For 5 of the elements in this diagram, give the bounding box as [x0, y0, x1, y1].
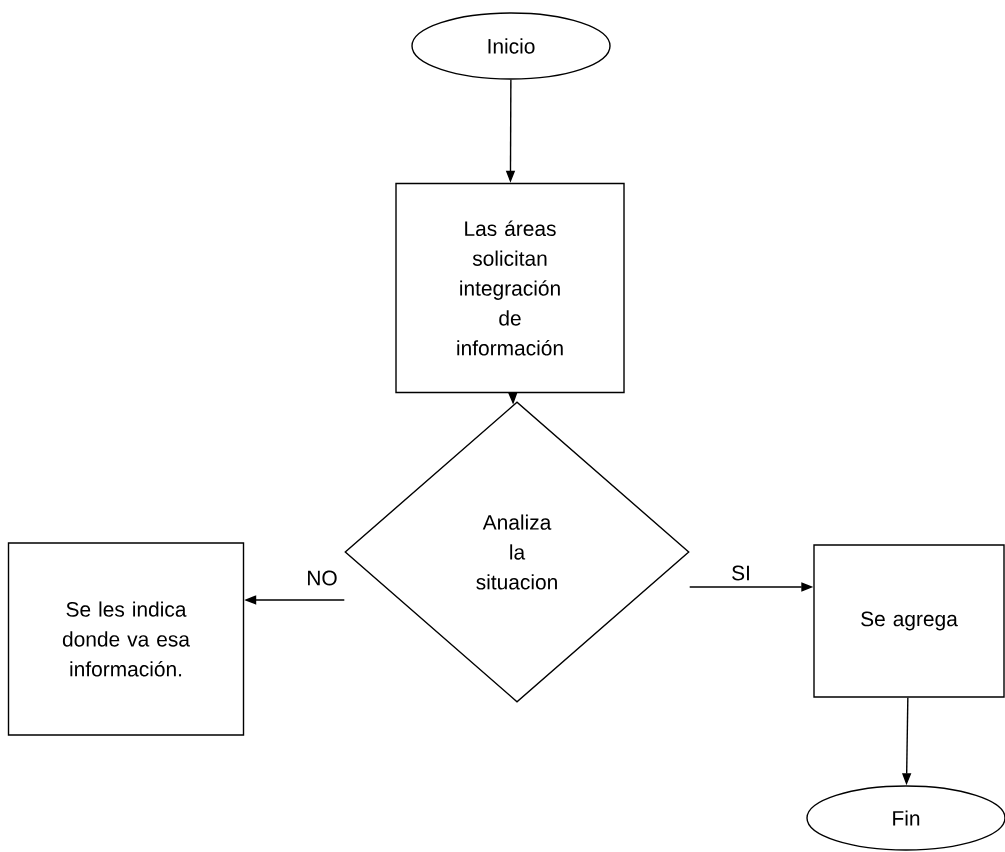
process-box: Se les indica donde va esa información.: [7, 542, 245, 736]
edge-label: NO: [305, 569, 339, 587]
edge-label: SI: [730, 564, 752, 582]
process-box: Se agrega: [813, 544, 1005, 698]
process-box: Las áreas solicitan integración de información: [395, 182, 625, 394]
